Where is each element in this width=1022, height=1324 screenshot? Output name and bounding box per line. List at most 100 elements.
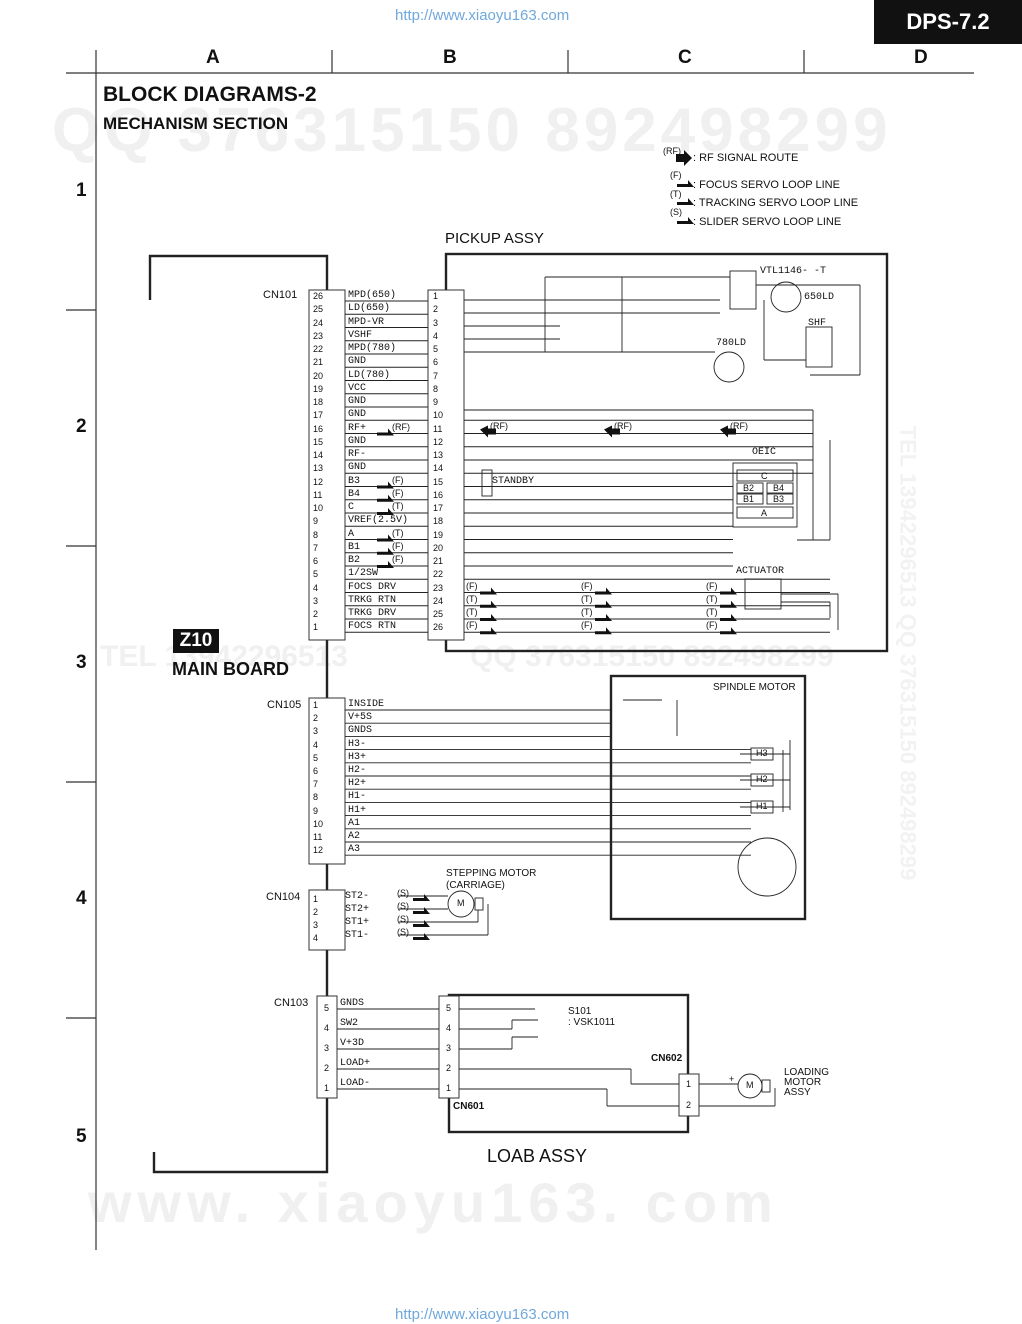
board-name: MAIN BOARD	[172, 659, 289, 679]
cn101-signal: B3	[348, 475, 361, 487]
rf-tag: (RF)	[730, 420, 748, 431]
legend-tag-rf: (RF)	[663, 146, 681, 156]
cn104-signal: ST1+	[345, 917, 370, 928]
servo-arrow	[595, 587, 612, 595]
cn101-pin-left: 17	[313, 410, 324, 421]
column-c: C	[678, 47, 692, 68]
oeic-cell-a: A	[761, 508, 768, 518]
cn101-signal: VCC	[348, 382, 367, 394]
servo-arrow	[720, 614, 737, 621]
slider-arrow	[413, 920, 430, 927]
watermark-site: www. xiaoyu163. com	[88, 1171, 779, 1234]
loading-motor-m: M	[746, 1080, 754, 1090]
cn105-signal: H2-	[348, 765, 367, 776]
loab-pin: 1	[446, 1083, 452, 1093]
loading-motor-line1: LOADING	[784, 1067, 830, 1078]
cn105-signal: H3-	[348, 738, 367, 750]
servo-arrow	[720, 587, 737, 595]
cn101-signal: C	[348, 502, 355, 513]
page-subtitle: MECHANISM SECTION	[103, 114, 289, 133]
cn104-signal: ST1-	[345, 930, 370, 941]
cn104-signal: ST2+	[345, 904, 370, 915]
cn103-signal: SW2	[340, 1018, 359, 1029]
cn101-pin-left: 15	[313, 436, 324, 447]
cn101-signal: MPD(780)	[348, 343, 397, 354]
cn101-pin-right: 24	[433, 595, 444, 606]
cn101-signal: GND	[348, 396, 367, 407]
cn101-pin-left: 22	[313, 344, 324, 354]
row-1: 1	[76, 180, 87, 201]
cn101-pin-right: 26	[433, 622, 444, 633]
cn601-label: CN601	[453, 1101, 485, 1112]
cn101-pin-left: 5	[313, 569, 319, 580]
signal-tag: (RF)	[392, 421, 410, 432]
bottom-url-link[interactable]: http://www.xiaoyu163.com	[395, 1306, 570, 1323]
cn101-pin-right: 8	[433, 383, 439, 394]
servo-arrow	[595, 614, 612, 621]
ld650-label: 650LD	[804, 292, 835, 303]
rf-arrow	[604, 425, 620, 438]
cn105-pin: 7	[313, 779, 319, 790]
signal-tag: (F)	[392, 474, 404, 485]
rf-tag: (RF)	[614, 420, 632, 431]
cn105-pin: 12	[313, 845, 324, 856]
hall-h1: H1	[756, 801, 768, 811]
loab-pin: 4	[446, 1023, 452, 1033]
cn104-pin: 3	[313, 920, 319, 930]
cn101-pin-left: 13	[313, 463, 324, 474]
watermark-tel: TEL 13942296513	[100, 640, 348, 673]
cn105-signal: H1+	[348, 804, 367, 816]
loading-motor-plus: +	[729, 1074, 735, 1084]
top-url-link[interactable]: http://www.xiaoyu163.com	[395, 7, 570, 24]
cn101-label: CN101	[263, 289, 298, 301]
signal-arrow	[377, 534, 394, 542]
cn101-pin-left: 20	[313, 370, 324, 381]
legend-text-s: : SLIDER SERVO LOOP LINE	[693, 216, 842, 228]
cn101-signal: FOCS DRV	[348, 581, 397, 593]
rf-tag: (RF)	[490, 420, 508, 431]
cn101-pin-right: 3	[433, 317, 439, 328]
cn101-pin-left: 2	[313, 609, 319, 619]
stepping-motor-m: M	[457, 898, 465, 908]
signal-arrow	[377, 481, 394, 489]
cn101-signal: 1/2SW	[348, 568, 379, 580]
cn101-pin-right: 18	[433, 516, 444, 527]
oeic-cell-b1: B1	[743, 494, 755, 504]
cn105-pin: 4	[313, 739, 319, 750]
cn104-pin: 1	[313, 894, 319, 904]
cn105-signal: A3	[348, 844, 361, 856]
cn101-signal: LD(780)	[348, 369, 391, 381]
loab-pin: 3	[446, 1043, 452, 1053]
cn101-signal: MPD-VR	[348, 316, 385, 328]
signal-tag: (F)	[392, 540, 404, 551]
cn101-signal: GND	[348, 435, 367, 447]
cn101-pin-right: 22	[433, 569, 444, 580]
cn101-pin-left: 19	[313, 383, 324, 394]
servo-arrow	[720, 627, 737, 635]
cn101-pin-left: 21	[313, 357, 324, 368]
cn103-pin: 1	[324, 1083, 330, 1093]
cn101-pin-left: 10	[313, 503, 324, 513]
pickup-assy-title: PICKUP ASSY	[445, 230, 544, 247]
cn101-pin-right: 4	[433, 330, 439, 341]
hall-h3: H3	[756, 748, 768, 758]
cn101-signal: LD(650)	[348, 303, 391, 315]
cn101-pin-left: 6	[313, 556, 319, 566]
cn101-signal: GND	[348, 409, 367, 421]
cn103-label: CN103	[274, 997, 309, 1009]
carriage-label: (CARRIAGE)	[446, 880, 505, 891]
cn101-pin-left: 7	[313, 542, 319, 553]
slider-tag: (S)	[397, 927, 409, 937]
cn105-signal: H3+	[348, 751, 367, 763]
cn103-pin: 4	[324, 1023, 330, 1033]
slider-arrow	[413, 894, 430, 901]
cn105-pin: 10	[313, 818, 324, 829]
cn101-pin-left: 9	[313, 516, 319, 527]
servo-tag: (T)	[706, 607, 718, 617]
cn101-pin-left: 25	[313, 304, 324, 315]
cn103-signal: GNDS	[340, 998, 365, 1009]
legend-text-f: : FOCUS SERVO LOOP LINE	[693, 179, 840, 191]
slider-tag: (S)	[397, 914, 409, 924]
